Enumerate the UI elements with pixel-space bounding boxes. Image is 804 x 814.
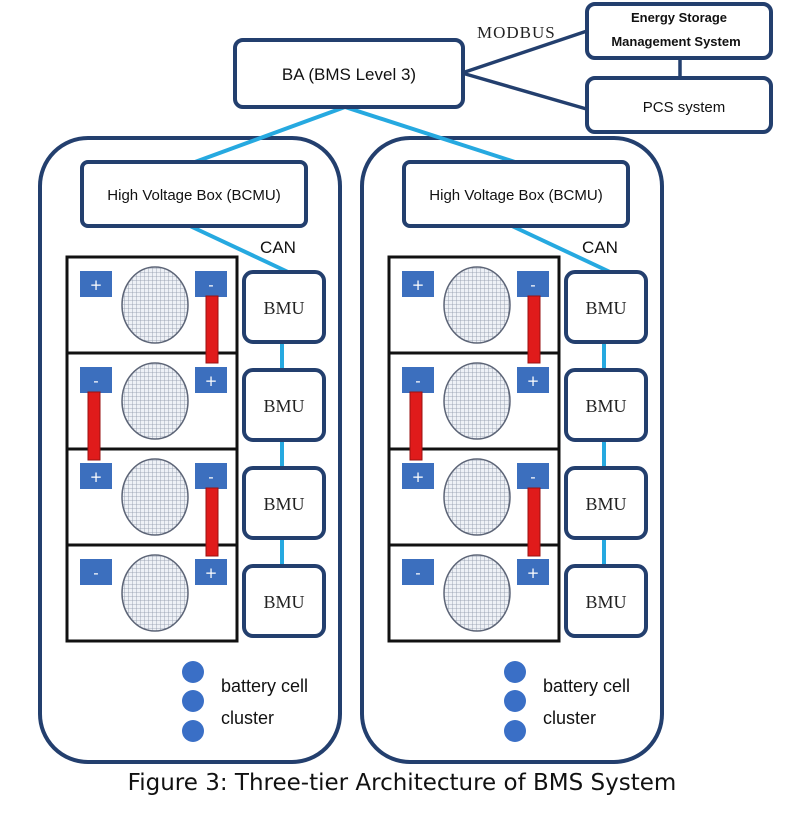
ba-to-ems-line	[461, 28, 591, 75]
cluster-1-terminal-left-sign: +	[90, 276, 103, 294]
cluster-1-bus-bar	[205, 295, 219, 364]
cluster-2-bus-bar	[527, 295, 541, 364]
cluster-2-bmu-box	[564, 270, 648, 344]
cluster-2-terminal-right-sign: +	[527, 372, 540, 390]
cluster-1-terminal-right	[195, 559, 227, 585]
cluster-2-legend-battery-cell: battery cell	[543, 676, 630, 696]
cluster-2-terminal-left	[402, 367, 434, 393]
cluster-1-bcmu-to-bmu-line	[189, 224, 289, 274]
cluster-2-terminal-right-sign: -	[530, 468, 535, 486]
cluster-1-legend-battery-cell: battery cell	[221, 676, 308, 696]
cluster-1-cell-dot	[182, 720, 204, 742]
cluster-1-bmu-label: BMU	[263, 592, 304, 612]
cluster-2-cell-grid-icon	[443, 362, 511, 440]
cluster-1-terminal-left-sign: -	[93, 564, 98, 582]
cluster-2-can-label: CAN	[582, 238, 618, 257]
cluster-1-bus-bar	[87, 391, 101, 461]
cluster-2-bmu-label: BMU	[585, 592, 626, 612]
pcs-box	[585, 76, 773, 134]
ba-box	[233, 38, 465, 109]
cluster-2-terminal-left-sign: -	[415, 372, 420, 390]
cluster-1-terminal-right	[195, 463, 227, 489]
cluster-2-terminal-left-sign: +	[412, 276, 425, 294]
cluster-1-terminal-right-sign: -	[208, 276, 213, 294]
cluster-layer: High Voltage Box (BCMU) CAN + - - + + - - + BMU BMU…	[65, 160, 648, 742]
cluster-2-bcmu-box	[402, 160, 630, 228]
figure-caption: Figure 3: Three-tier Architecture of BMS…	[127, 770, 677, 796]
cluster-2-bmu-box	[564, 466, 648, 540]
cluster-1-outline	[38, 136, 342, 764]
cluster-2-bmu-label: BMU	[585, 494, 626, 514]
cluster-2-outline	[360, 136, 664, 764]
cluster-2-terminal-left-sign: -	[415, 564, 420, 582]
cluster-1-terminal-right-sign: +	[205, 564, 218, 582]
modbus-label: MODBUS	[477, 23, 556, 42]
cluster-2-terminal-left	[402, 271, 434, 297]
cluster-1-bmu-box	[242, 270, 326, 344]
cluster-2-bcmu-label: High Voltage Box (BCMU)	[429, 187, 602, 204]
cluster-1-cell-dot	[182, 690, 204, 712]
cluster-1-bmu-label: BMU	[263, 494, 304, 514]
cluster-1-bus-bar	[205, 487, 219, 557]
cluster-1-bmu-box	[242, 466, 326, 540]
cluster-1-terminal-right-sign: -	[208, 468, 213, 486]
ems-label-line2: Management System	[611, 34, 740, 49]
cluster-2-bmu-box	[564, 564, 648, 638]
cluster-2-terminal-right	[517, 271, 549, 297]
ba-to-bcmu-1-line	[194, 105, 346, 164]
cluster-1-terminal-right-sign: +	[205, 372, 218, 390]
ba-label: BA (BMS Level 3)	[282, 65, 416, 84]
cluster-1-bmu-label: BMU	[263, 396, 304, 416]
cluster-1-terminal-right	[195, 271, 227, 297]
cluster-1-bcmu-box	[80, 160, 308, 228]
cluster-2-terminal-right-sign: +	[527, 564, 540, 582]
pcs-label: PCS system	[643, 99, 726, 116]
cluster-2-cell-grid-icon	[443, 458, 511, 536]
cluster-2-terminal-right-sign: -	[530, 276, 535, 294]
cluster-2-cell-grid-icon	[443, 266, 511, 344]
cluster-1-bcmu-label: High Voltage Box (BCMU)	[107, 187, 280, 204]
cluster-1-bmu-box	[242, 368, 326, 442]
cluster-2-bus-bar	[527, 487, 541, 557]
cluster-1-legend-cluster: cluster	[221, 708, 274, 728]
cluster-1-terminal-right	[195, 367, 227, 393]
cluster-2-bcmu-to-bmu-line	[511, 224, 611, 274]
cluster-2-terminal-right	[517, 559, 549, 585]
cluster-1-bmu-label: BMU	[263, 298, 304, 318]
cluster-1-cell-grid-icon	[121, 362, 189, 440]
cluster-2-cell-dot	[504, 661, 526, 683]
ba-to-pcs-line	[461, 71, 591, 112]
cluster-2-terminal-right	[517, 367, 549, 393]
cluster-2-bmu-label: BMU	[585, 396, 626, 416]
cluster-2-legend-cluster: cluster	[543, 708, 596, 728]
cluster-1-terminal-left	[80, 367, 112, 393]
cluster-2-cell-dot	[504, 720, 526, 742]
cluster-1-cell-dot	[182, 661, 204, 683]
cluster-1-bmu-box	[242, 564, 326, 638]
cluster-2-terminal-right	[517, 463, 549, 489]
ba-to-bcmu-2-line	[344, 105, 516, 164]
cluster-2-terminal-left	[402, 463, 434, 489]
cluster-1-cell-grid-icon	[121, 266, 189, 344]
cluster-2-cell-dot	[504, 690, 526, 712]
cluster-2-terminal-left-sign: +	[412, 468, 425, 486]
cluster-2-cell-grid-icon	[443, 554, 511, 632]
cluster-1-terminal-left-sign: +	[90, 468, 103, 486]
cluster-1-can-label: CAN	[260, 238, 296, 257]
cluster-1-terminal-left	[80, 463, 112, 489]
cluster-1-cell-grid-icon	[121, 554, 189, 632]
cluster-2-bmu-label: BMU	[585, 298, 626, 318]
ems-box	[585, 2, 773, 60]
cluster-2-terminal-left	[402, 559, 434, 585]
cluster-2-bus-bar	[409, 391, 423, 461]
cluster-1-terminal-left-sign: -	[93, 372, 98, 390]
ems-label-line1: Energy Storage	[631, 10, 727, 25]
cluster-1-cell-grid-icon	[121, 458, 189, 536]
cluster-1-terminal-left	[80, 271, 112, 297]
cluster-1-terminal-left	[80, 559, 112, 585]
cluster-2-bmu-box	[564, 368, 648, 442]
